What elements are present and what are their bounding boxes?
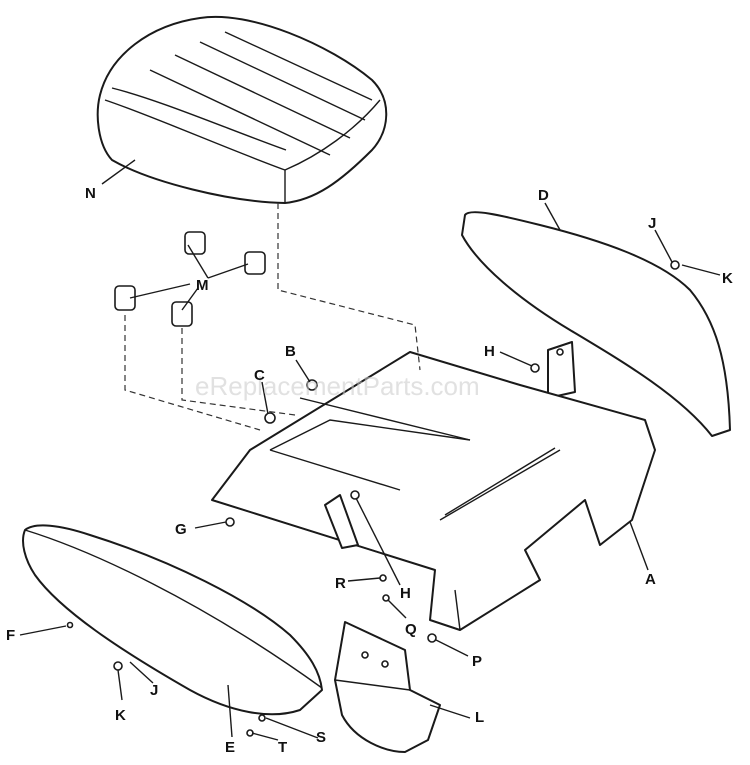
left-side-panel <box>22 524 323 716</box>
label-q: Q <box>405 621 417 638</box>
label-c: C <box>254 367 265 384</box>
label-r: R <box>335 575 346 592</box>
part-labels: N M D J K H B C G H R Q P A F J K E T S … <box>6 185 733 756</box>
rubber-mounts <box>114 231 266 327</box>
label-s: S <box>316 729 326 746</box>
label-j-upper: J <box>648 215 656 232</box>
label-t: T <box>278 739 287 756</box>
label-n: N <box>85 185 96 202</box>
seat-pan <box>211 351 656 631</box>
label-d: D <box>538 187 549 204</box>
label-g: G <box>175 521 187 538</box>
label-h-lower: H <box>400 585 411 602</box>
label-k-lower: K <box>115 707 126 724</box>
leader-lines <box>19 159 721 741</box>
label-l: L <box>475 709 484 726</box>
label-j-lower: J <box>150 682 158 699</box>
right-side-panel <box>461 211 731 437</box>
label-k-upper: K <box>722 270 733 287</box>
label-e: E <box>225 739 235 756</box>
watermark: eReplacementParts.com <box>195 371 480 401</box>
assembly-lines <box>124 203 421 431</box>
label-h-upper: H <box>484 343 495 360</box>
seat-bracket <box>547 341 576 399</box>
label-m: M <box>196 277 209 294</box>
label-p: P <box>472 653 482 670</box>
label-a: A <box>645 571 656 588</box>
label-f: F <box>6 627 15 644</box>
label-b: B <box>285 343 296 360</box>
battery-bracket <box>334 621 441 753</box>
seat-cushion <box>96 15 388 204</box>
